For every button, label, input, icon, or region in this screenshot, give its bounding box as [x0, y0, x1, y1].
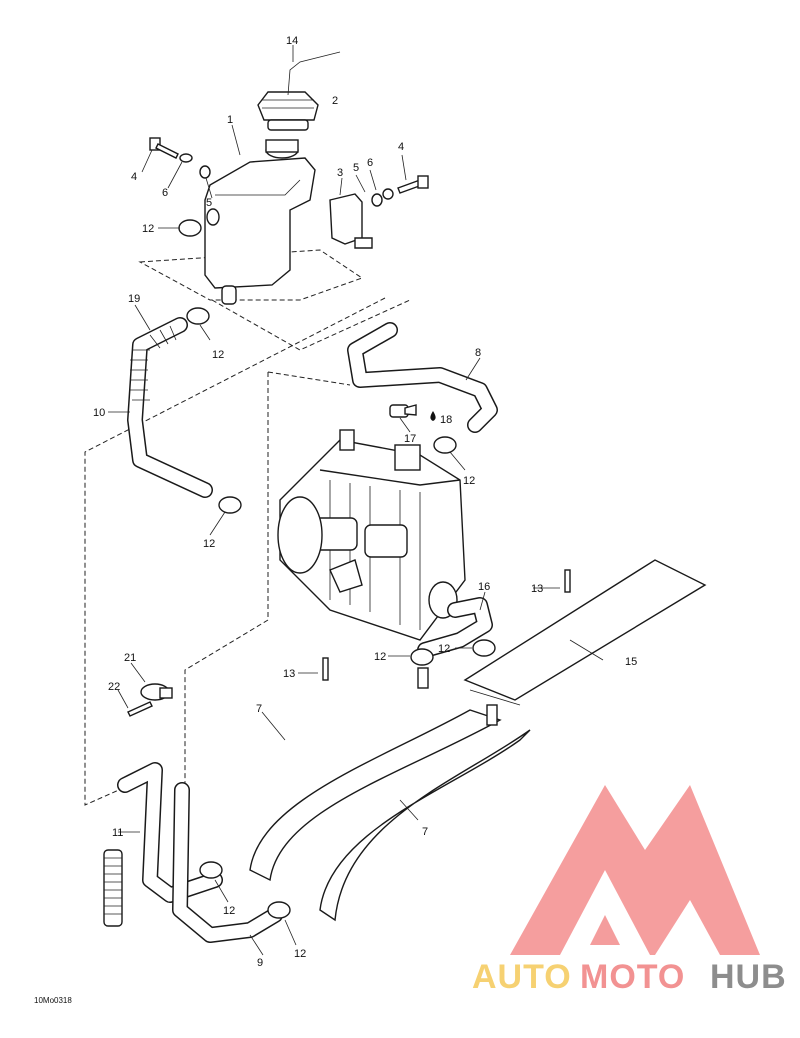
callout-2: 2: [332, 95, 338, 107]
callout-6-right: 6: [367, 157, 373, 169]
callout-10: 10: [93, 407, 105, 419]
callout-7-upper: 7: [256, 703, 262, 715]
callout-8: 8: [475, 347, 481, 359]
callout-12-hose9: 12: [294, 948, 306, 960]
assembly-guide-lines: [84, 249, 411, 806]
washers-right: [371, 188, 394, 207]
hose-9: [172, 782, 283, 943]
callout-21: 22: [108, 681, 120, 693]
bolt-right: [397, 175, 429, 194]
screw-21: [127, 701, 153, 717]
callout-9: 9: [257, 957, 263, 969]
callout-12-hose16-left: 12: [374, 651, 386, 663]
fitting-13-right: [564, 569, 571, 593]
callout-12-reservoir: 12: [142, 223, 154, 235]
callout-4-right: 4: [398, 141, 404, 153]
breather-tube: [287, 51, 341, 96]
hose-clamp-20: [140, 683, 173, 701]
leader-lines: [108, 45, 604, 956]
heat-exchanger-upper: [463, 559, 707, 706]
callout-13-left: 13: [283, 668, 295, 680]
callout-19: 19: [128, 293, 140, 305]
callout-12-hose19: 12: [212, 349, 224, 361]
callout-17: 17: [404, 433, 416, 445]
callout-12-hose10: 12: [203, 538, 215, 550]
callout-20: 21: [124, 652, 136, 664]
triangle-logo-icon: [510, 785, 760, 955]
sealant-drop-icon: [430, 411, 436, 421]
watermark-auto: AUTO: [472, 958, 572, 996]
callout-12-hose16-right: 12: [438, 643, 450, 655]
protective-sleeve: [103, 849, 123, 927]
watermark: AUTO MOTO HUB: [472, 785, 787, 996]
callout-18: 18: [440, 414, 452, 426]
callout-5-right: 5: [353, 162, 359, 174]
bolt-left: [149, 137, 179, 159]
hose-11: [117, 762, 223, 903]
callout-1: 1: [227, 114, 233, 126]
callout-5-left: 5: [206, 197, 212, 209]
watermark-hub: HUB: [710, 958, 787, 996]
callout-3: 3: [337, 167, 343, 179]
callout-6-left: 6: [162, 187, 168, 199]
heat-exchanger-lower: [249, 709, 531, 922]
callout-labels: 14 2 1 4 6 5 3 4 6 5 12 19 12 8 10 18 17…: [93, 35, 637, 969]
callout-12-hose8: 12: [463, 475, 475, 487]
callout-15: 15: [625, 656, 637, 668]
callout-16: 16: [478, 581, 490, 593]
callout-11: 11: [112, 827, 123, 839]
figure-code: 10Mo0318: [34, 996, 72, 1005]
hose-10-19: [127, 317, 213, 498]
watermark-moto: MOTO: [580, 958, 685, 996]
temperature-sensor: [389, 404, 417, 418]
coolant-reservoir: [204, 139, 316, 305]
washers-left: [179, 153, 211, 179]
callout-12-hose11: 12: [223, 905, 235, 917]
hose-16: [417, 597, 493, 658]
callout-13-right: 13: [531, 583, 543, 595]
engine: [277, 429, 466, 641]
fitting-13-left: [322, 657, 329, 681]
mounting-bracket: [329, 193, 373, 249]
callout-4-left: 4: [131, 171, 137, 183]
callout-14: 14: [286, 35, 298, 47]
reservoir-cap: [257, 91, 319, 131]
callout-7-lower: 7: [422, 826, 428, 838]
hose-8: [347, 322, 498, 433]
hose-clamps: [178, 219, 498, 919]
